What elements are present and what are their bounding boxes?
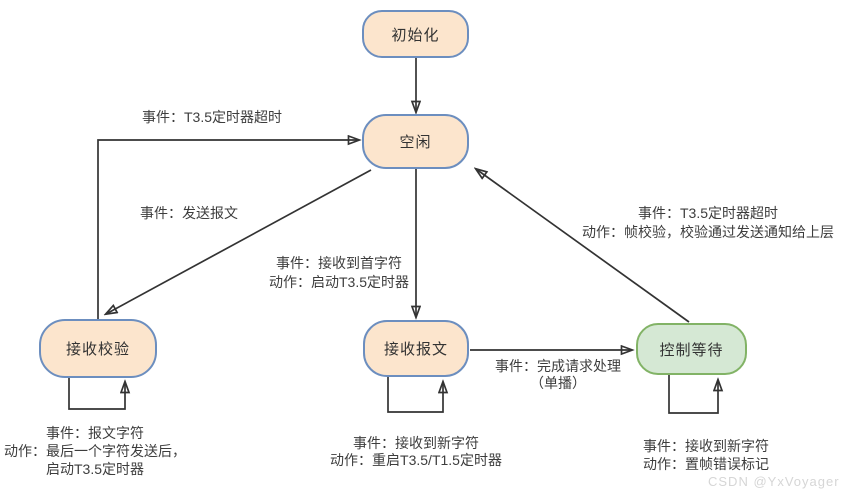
edge-ctrl-wait-self-loop bbox=[668, 375, 718, 414]
edge-label-idle-to-recv-check: 事件：发送报文 bbox=[140, 204, 238, 223]
edge-label-line: （单播） bbox=[530, 375, 586, 391]
edge-label-recv-msg-self: 事件：接收到新字符 动作：重启T3.5/T1.5定时器 bbox=[330, 435, 502, 469]
edge-ctrl-wait-to-idle bbox=[476, 169, 690, 323]
edge-label-recv-msg-to-ctrl-wait: 事件：完成请求处理 （单播） bbox=[495, 358, 621, 392]
state-node-ctrl-wait: 控制等待 bbox=[636, 323, 747, 375]
edge-idle-to-recv-check bbox=[106, 169, 372, 314]
state-label-ctrl-wait: 控制等待 bbox=[659, 341, 724, 359]
edge-label-line: 事件：发送报文 bbox=[140, 205, 238, 221]
state-label-init: 初始化 bbox=[391, 26, 440, 44]
state-label-recv-check: 接收校验 bbox=[65, 341, 130, 358]
state-node-init: 初始化 bbox=[362, 10, 469, 58]
state-node-idle: 空闲 bbox=[362, 114, 469, 169]
edge-label-idle-to-recv-msg: 事件：接收到首字符 动作：启动T3.5定时器 bbox=[269, 254, 409, 292]
edge-label-recv-check-self: 事件：报文字符 动作：最后一个字符发送后， 启动T3.5定时器 bbox=[4, 424, 186, 478]
edge-label-ctrl-wait-self: 事件：接收到新字符 动作：置帧错误标记 bbox=[643, 437, 769, 473]
state-label-idle: 空闲 bbox=[399, 134, 432, 151]
edge-label-line: 事件：接收到新字符 bbox=[352, 435, 479, 451]
edge-recv-check-to-idle bbox=[97, 140, 359, 319]
state-node-recv-check: 接收校验 bbox=[39, 319, 157, 378]
edge-recv-check-self-loop bbox=[68, 378, 125, 410]
edge-recv-msg-self-loop bbox=[387, 377, 443, 413]
state-node-recv-msg: 接收报文 bbox=[363, 320, 469, 377]
edge-label-line: 事件：完成请求处理 bbox=[495, 358, 621, 374]
edge-label-line: 事件：T3.5定时器超时 bbox=[637, 205, 778, 221]
edge-label-ctrl-wait-to-idle: 事件：T3.5定时器超时 动作：帧校验，校验通过发送通知给上层 bbox=[582, 204, 834, 242]
edge-label-line: 动作：启动T3.5定时器 bbox=[268, 274, 410, 290]
csdn-watermark: CSDN @YxVoyager bbox=[708, 474, 840, 489]
edge-label-line: 事件：报文字符 bbox=[46, 425, 144, 441]
edge-label-line: 动作：重启T3.5/T1.5定时器 bbox=[330, 452, 502, 468]
edge-label-line: 动作：最后一个字符发送后， bbox=[4, 443, 186, 459]
edge-label-line: 动作：帧校验，校验通过发送通知给上层 bbox=[582, 224, 834, 240]
edge-label-line: 动作：置帧错误标记 bbox=[643, 456, 769, 472]
edge-label-recv-check-to-idle: 事件：T3.5定时器超时 bbox=[142, 108, 282, 127]
state-label-recv-msg: 接收报文 bbox=[383, 341, 448, 358]
edge-label-line: 启动T3.5定时器 bbox=[45, 461, 144, 477]
edge-label-line: 事件：接收到新字符 bbox=[643, 438, 769, 454]
edge-label-line: 事件：T3.5定时器超时 bbox=[141, 109, 283, 125]
edge-label-line: 事件：接收到首字符 bbox=[275, 255, 402, 271]
